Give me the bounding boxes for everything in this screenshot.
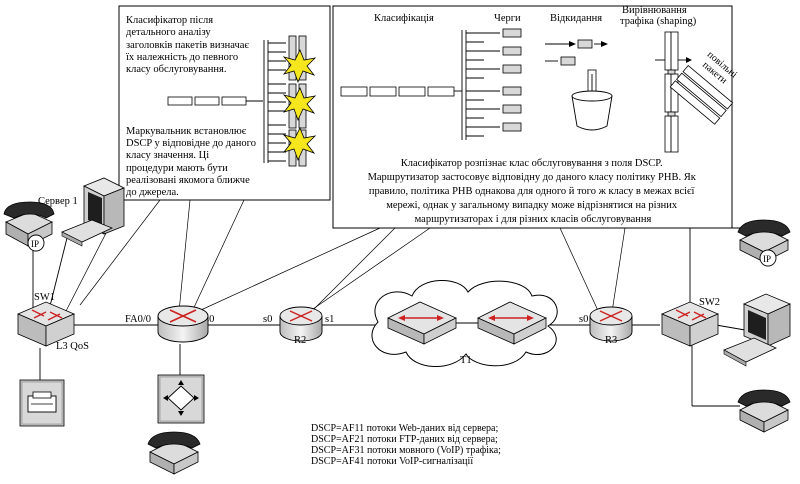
phone-bottom-right [737, 389, 791, 433]
legend-item: DSCP=AF21 потоки FTP-даних від сервера; [311, 434, 498, 445]
classification-comb [461, 30, 500, 140]
stage-shaping: Вирівнювання трафіка (shaping) [620, 5, 697, 27]
star-icon [282, 49, 317, 84]
sw2-label: SW2 [699, 297, 720, 308]
router-r1: FA0/0 s0 [125, 305, 214, 343]
dscp-legend: DSCP=AF11 потоки Web-даних від сервера; … [311, 423, 501, 467]
fa00-label: FA0/0 [125, 314, 151, 325]
r2-s0-label: s0 [263, 314, 272, 325]
server-label: Сервер 1 [38, 196, 78, 207]
classifier-text: Класифікатор після детального аналізу за… [126, 15, 252, 75]
legend-item: DSCP=AF31 потоки мовного (VoIP) трафіка; [311, 445, 501, 456]
sw1-label: SW1 [34, 292, 55, 303]
r1-attached-device [157, 374, 205, 424]
l3qos-label: L3 QoS [56, 341, 89, 352]
cloud-switch-left [387, 301, 457, 345]
marker-stars [282, 49, 317, 162]
queues [502, 28, 522, 132]
pc-right [723, 293, 792, 367]
server-1: Сервер 1 [38, 177, 125, 247]
ip-phone-right: IP [737, 219, 791, 267]
incoming-packet-stream [340, 86, 462, 97]
ip-badge-right: IP [763, 254, 771, 264]
router-r2: s0 s1 R2 [263, 306, 334, 346]
legend-item: DSCP=AF11 потоки Web-даних від сервера; [311, 423, 498, 434]
legend-item: DSCP=AF41 потоки VoIP-сигналізації [311, 456, 473, 467]
left-callout: Класифікатор після детального аналізу за… [118, 5, 331, 201]
r3-s0-label: s0 [579, 314, 588, 325]
stage-queues: Черги [494, 13, 521, 24]
drop-bucket-icon [571, 95, 613, 131]
incoming-packets [167, 96, 263, 106]
network-links [32, 227, 746, 407]
cloud-switch-right [477, 301, 547, 345]
r2-s1-label: s1 [325, 314, 334, 325]
ip-badge-left: IP [31, 239, 39, 249]
sw1-attached-device [19, 379, 65, 427]
switch-sw1: SW1 L3 QoS [16, 292, 89, 352]
marker-text: Маркувальник встановлює DSCP у відповідн… [126, 126, 259, 198]
callout-connectors [64, 199, 626, 323]
right-callout: Класифікація Черги Відкидання Вирівнюван… [332, 5, 739, 229]
t1-cloud: T1 [371, 279, 558, 367]
phone-bottom-left [147, 431, 201, 475]
t1-label: T1 [460, 355, 472, 366]
router-r3: s0 R3 [579, 306, 633, 346]
r2-label: R2 [294, 335, 306, 346]
router-description: Класифікатор розпізнає клас обслуговуван… [368, 158, 699, 225]
star-icon [282, 127, 317, 162]
stage-classification: Класифікація [374, 13, 434, 24]
r1-s0-label: s0 [205, 314, 214, 325]
ip-phone-left: IP [3, 201, 55, 252]
dropping [545, 39, 613, 131]
star-icon [282, 87, 317, 122]
r3-label: R3 [605, 335, 617, 346]
stage-dropping: Відкидання [550, 13, 602, 24]
slow-packets [669, 64, 734, 125]
switch-sw2: SW2 [660, 297, 720, 347]
